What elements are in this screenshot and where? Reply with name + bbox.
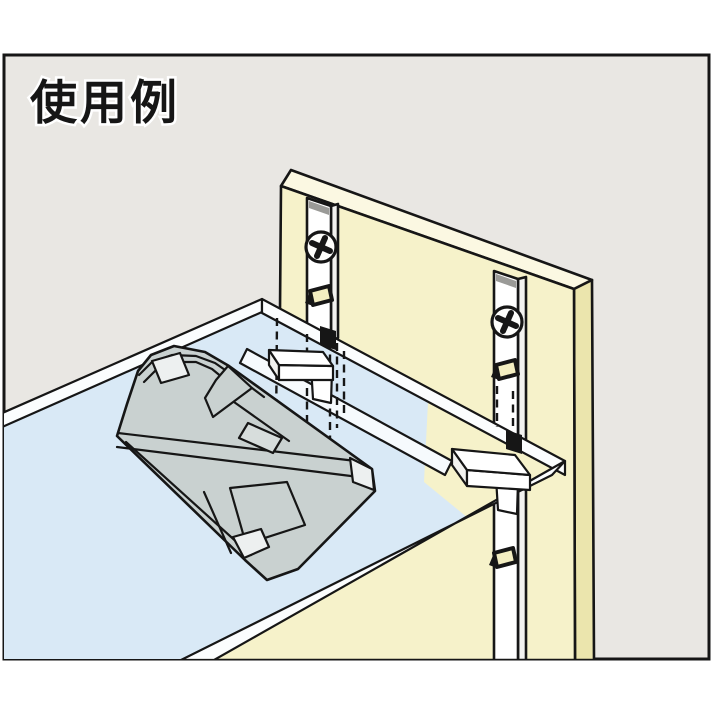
shirt-collar-patch	[150, 351, 191, 385]
shirt-cuff-right	[348, 456, 376, 492]
right-bracket-hook	[506, 430, 522, 454]
left-bracket-arm-top	[267, 348, 335, 368]
right-screw-cross-icon	[500, 310, 514, 334]
right-rail-slot-lower	[492, 546, 518, 569]
left-screw-cross-icon	[314, 235, 328, 259]
left-bracket-arm-front	[277, 363, 335, 382]
right-shelf-bracket	[450, 430, 532, 516]
left-bracket-hook	[320, 326, 336, 350]
left-shelf-bracket	[267, 326, 336, 405]
left-rail-slot-notch	[305, 291, 313, 306]
shirt-fold-line	[250, 386, 266, 399]
left-rail-front	[305, 196, 333, 342]
shirt-collar-line	[142, 360, 225, 384]
shirt-collar-line	[137, 353, 230, 377]
left-rail	[304, 196, 340, 342]
right-bracket-arm-top	[450, 447, 532, 477]
right-rail-slot-notch	[489, 553, 497, 568]
wall-panel-side-face	[572, 278, 596, 659]
right-rail-cap	[496, 274, 516, 288]
right-rail-slot-upper	[494, 358, 520, 381]
shirt-hem-line	[124, 440, 253, 557]
shirt-sleeve-band-line	[116, 431, 358, 463]
usage-example-label: 使用例	[30, 76, 180, 131]
left-rail-cap	[309, 201, 329, 215]
shirt-collar-flap	[203, 364, 254, 419]
shirt-fold-line	[232, 400, 291, 443]
left-rail-slot	[308, 284, 334, 307]
folded-shirt	[115, 344, 377, 582]
shirt-lower-fold	[228, 480, 307, 546]
shirt-fold-line	[202, 490, 233, 555]
shirt-cuff-bottom	[231, 527, 271, 560]
right-rail-slot-notch	[491, 365, 499, 380]
scene: 使用例	[4, 74, 596, 659]
shirt-pocket	[237, 421, 284, 455]
glass-shelf-front-edge	[180, 459, 567, 659]
shirt-sleeve-band-line	[115, 445, 361, 479]
